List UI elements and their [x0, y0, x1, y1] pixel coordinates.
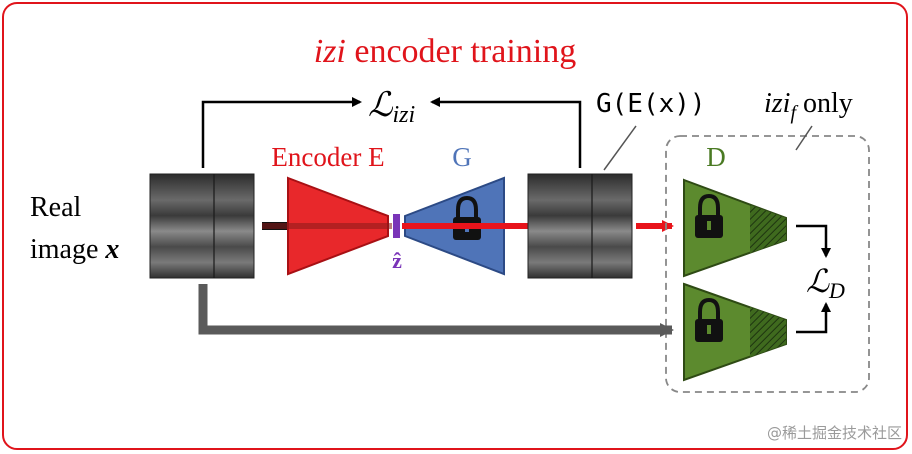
discriminator-label: D [706, 142, 726, 172]
izif-dashed-box [665, 135, 870, 393]
real-image-var: x [104, 234, 119, 265]
watermark: @稀土掘金技术社区 [767, 424, 902, 442]
izif-main: izi [764, 88, 790, 119]
loss-izi-left-arrow [201, 97, 362, 168]
loss-izi-right-arrow [430, 97, 582, 168]
loss-d-top-arrow [796, 224, 831, 258]
loss-izi-subscript: izi [393, 102, 416, 128]
latent-z-marker [393, 214, 400, 238]
real-image-label-line2: image x [30, 234, 119, 265]
gen-output-label: G(E(x)) [596, 89, 706, 119]
gray-skip-arrow [198, 284, 674, 337]
loss-d-script: ℒ [806, 263, 830, 299]
discriminator-top [683, 178, 787, 278]
real-image-x [150, 174, 254, 278]
izif-pointer [795, 125, 813, 151]
loss-izi-label: ℒizi [368, 87, 415, 128]
loss-d-label: ℒD [806, 263, 845, 303]
real-image-border [149, 173, 255, 279]
title-italic: izi [314, 33, 346, 70]
loss-d-subscript: D [828, 278, 845, 303]
gen-output-pointer [603, 125, 637, 171]
diagram-title: izi encoder training [314, 33, 576, 70]
izif-subscript: f [790, 102, 798, 124]
title-rest: encoder training [346, 33, 576, 70]
discriminator-top-lock-icon [695, 193, 723, 238]
generated-image [528, 174, 632, 278]
discriminator-bottom [683, 282, 787, 382]
encoder-label: Encoder E [271, 142, 384, 172]
discriminator-bottom-lock-icon [695, 297, 723, 342]
latent-z-label: ẑ [392, 248, 402, 273]
real-image-label-line1: Real [30, 192, 82, 223]
real-image-word: image [30, 234, 105, 265]
izif-label: izif only [764, 88, 853, 124]
loss-d-bottom-arrow [796, 302, 831, 334]
generator-label: G [452, 142, 472, 172]
loss-izi-script: ℒ [368, 87, 394, 124]
generated-image-border [527, 173, 633, 279]
izif-rest: only [796, 88, 853, 119]
